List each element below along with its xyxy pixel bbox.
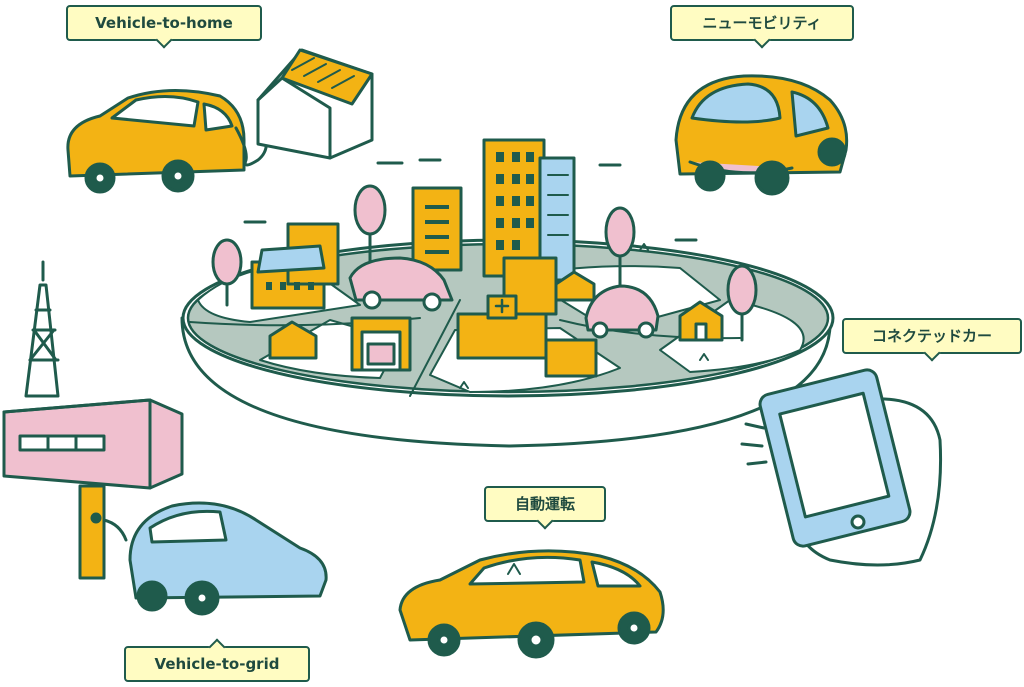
pink-car: [348, 256, 660, 339]
garage-icon: [350, 316, 412, 372]
charging-cable-icon: [234, 126, 268, 167]
label-new-mobility: ニューモビリティ: [670, 5, 854, 41]
smartphone-icon: [758, 368, 912, 548]
house-icon: [268, 270, 724, 360]
new-mobility-car: [674, 74, 849, 196]
tower-icon: [24, 260, 60, 398]
label-autonomous-driving: 自動運転: [484, 486, 606, 522]
charging-station: [2, 398, 184, 580]
label-connected-car: コネクテッドカー: [842, 318, 1022, 354]
label-vehicle-to-grid: Vehicle-to-grid: [124, 646, 310, 682]
vibration-lines: [740, 422, 768, 466]
tree-icon: [211, 184, 758, 342]
autonomous-car: [398, 549, 665, 659]
solar-panel-icon: [250, 222, 340, 310]
v2h-car: [66, 89, 246, 194]
v2g-car: [102, 501, 328, 616]
building-icon: [411, 138, 576, 316]
house-icon-v2h: [256, 48, 374, 160]
hospital-icon: [456, 294, 598, 378]
label-vehicle-to-home: Vehicle-to-home: [66, 5, 262, 41]
